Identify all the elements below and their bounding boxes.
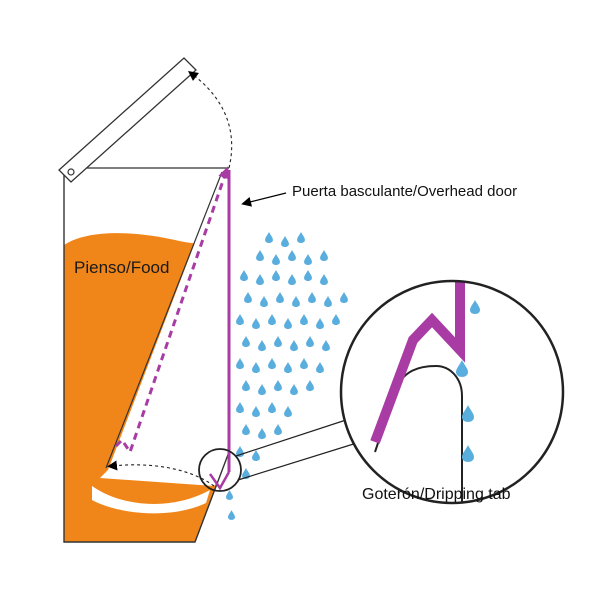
rain-drop [256, 250, 264, 261]
rain-drop [236, 402, 244, 413]
rain-drop [258, 384, 266, 395]
overhead-door [208, 170, 231, 491]
rain-drop [304, 254, 312, 265]
rain-drop [242, 380, 250, 391]
zoom-connector-top [235, 419, 347, 457]
rain-drop [240, 270, 248, 281]
dripping-tab-label: Goterón/Dripping tab [362, 486, 511, 503]
rain-drop [268, 402, 276, 413]
rain-drop [268, 358, 276, 369]
zoom-connector-bottom [237, 441, 361, 481]
rain-drop [244, 292, 252, 303]
rain-drop [292, 296, 300, 307]
bin-outline [63, 168, 230, 543]
food-label: Pienso/Food [74, 258, 170, 277]
rain [226, 232, 348, 520]
rain-drop [300, 358, 308, 369]
rain-drop [226, 490, 233, 500]
rain-drop [306, 336, 314, 347]
rain-drop [320, 274, 328, 285]
lid-board [58, 57, 197, 183]
rain-drop [274, 380, 282, 391]
rain-drop [236, 358, 244, 369]
door-swing-arc [107, 460, 215, 487]
rain-drop [322, 340, 330, 351]
rain-drop [300, 314, 308, 325]
rain-drop [242, 424, 250, 435]
overhead-door-label: Puerta basculante/Overhead door [292, 183, 518, 200]
rain-drop [288, 274, 296, 285]
rain-drop [324, 296, 332, 307]
rain-drop [288, 250, 296, 261]
rain-drop [316, 318, 324, 329]
rain-drop [284, 406, 292, 417]
rain-drop [274, 424, 282, 435]
rain-drop [281, 236, 289, 247]
lid [58, 57, 197, 183]
rain-drop [252, 450, 260, 461]
lid-rotation-arc [188, 70, 233, 169]
rain-drop [256, 274, 264, 285]
rain-drop [290, 384, 298, 395]
rain-drop [258, 340, 266, 351]
rain-drop [276, 292, 284, 303]
detail-circle-large [339, 279, 565, 505]
food-fill [64, 172, 229, 542]
door-swept-position [114, 166, 230, 456]
rain-drop [252, 362, 260, 373]
rain-drop [272, 254, 280, 265]
rain-drop [272, 270, 280, 281]
rain-drop [284, 362, 292, 373]
rain-drop [252, 406, 260, 417]
rain-drop [252, 318, 260, 329]
zoom-drip-tab [370, 281, 465, 444]
rain-drop [297, 232, 305, 243]
channel-floor-white [92, 486, 210, 514]
door-drip-hook [208, 471, 231, 491]
rain-drop [260, 296, 268, 307]
rain-drop [268, 314, 276, 325]
lid-hinge-icon [67, 168, 75, 176]
channel-left-edge [105, 171, 223, 469]
door-callout-line [241, 192, 287, 207]
detail-circle-large-bg [341, 281, 563, 503]
rain-drop [284, 318, 292, 329]
detail-circle-small [198, 448, 242, 492]
rain-drop [316, 362, 324, 373]
rain-drop [308, 292, 316, 303]
door-channel [100, 172, 229, 486]
rain-drop [306, 380, 314, 391]
rain-drop [265, 232, 273, 243]
rain-drop [242, 336, 250, 347]
rain-drop [332, 314, 340, 325]
rain-drop [236, 314, 244, 325]
rain-drop [320, 250, 328, 261]
rain-drop [304, 270, 312, 281]
rain-drop [290, 340, 298, 351]
rain-drop [340, 292, 348, 303]
rain-drop [228, 510, 235, 520]
rain-drop [258, 428, 266, 439]
rain-drop [274, 336, 282, 347]
detail-zoom [339, 279, 565, 505]
